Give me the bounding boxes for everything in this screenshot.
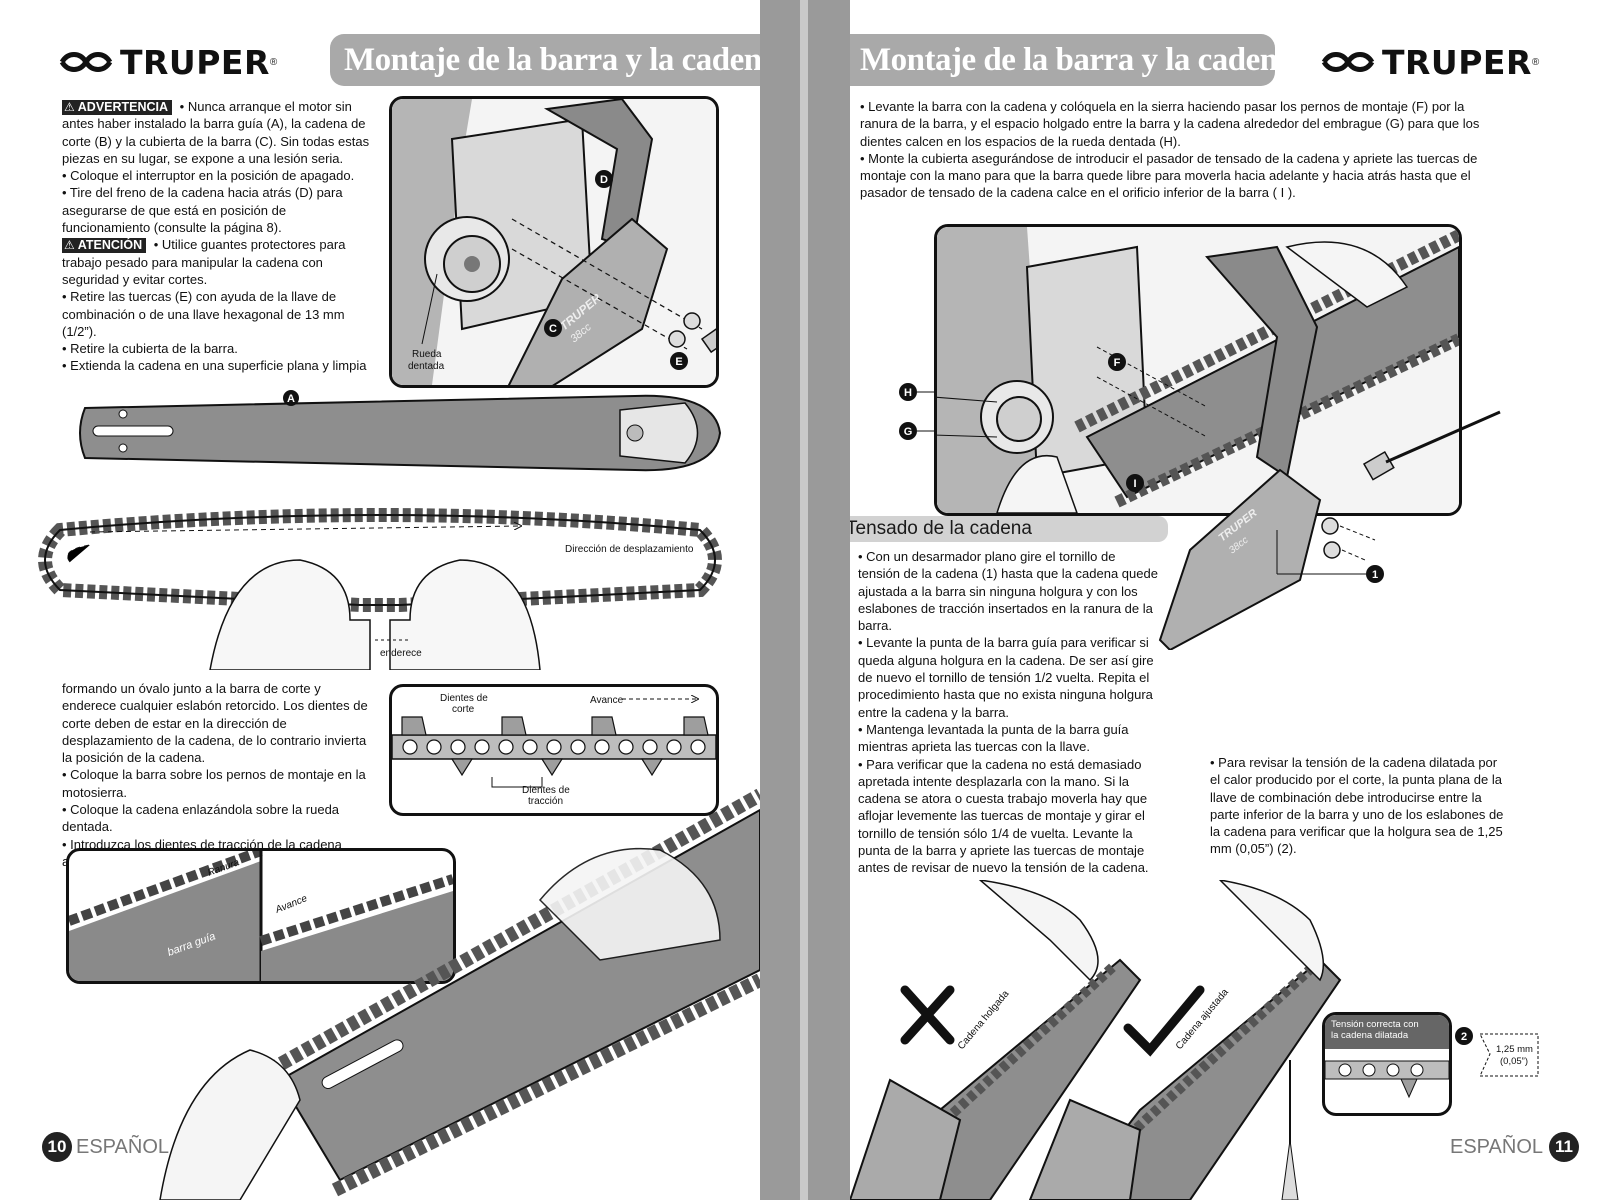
warning-triangle-icon: ⚠ <box>64 100 75 114</box>
callout-h: H <box>904 387 912 399</box>
callout-2: 2 <box>1461 1031 1467 1043</box>
brand-logo: TRUPER® <box>1320 40 1539 84</box>
brand-logo: TRUPER® <box>58 40 277 84</box>
callout-f: F <box>1114 357 1121 369</box>
callout-g: G <box>904 426 913 438</box>
wrench-illustration <box>1362 410 1501 481</box>
tension-step-2: • Levante la punta de la barra guía para… <box>858 635 1154 720</box>
step-remove-cover: • Retire la cubierta de la barra. <box>62 341 238 357</box>
figure-groove: Ranura barra guía Avance <box>66 848 456 984</box>
warning-text: • Nunca arranque el motor sin antes habe… <box>62 99 370 166</box>
language-label: ESPAÑOL <box>76 1135 169 1158</box>
advance-label: Avance <box>590 695 624 706</box>
sprocket-label-1: Rueda <box>412 349 442 360</box>
step-switch-off: • Coloque el interruptor en la posición … <box>62 168 355 184</box>
loose-chain-label: Cadena holgada <box>956 988 1012 1052</box>
chain-tension-comparison: Cadena holgada Cadena ajustada <box>850 880 1342 1200</box>
chain-oval-illustration: Dirección de desplazamiento enderece <box>38 508 722 670</box>
cover-tension-illustration: TRUPER 38cc 1 <box>1158 468 1384 650</box>
step-lay-chain: • Extienda la cadena en una superficie p… <box>62 358 367 374</box>
truper-logo-icon <box>1321 52 1375 72</box>
straighten-label: enderece <box>380 648 422 659</box>
callout-e: E <box>675 356 682 368</box>
drive-links-label-2: tracción <box>528 796 563 807</box>
gap-in: (0,05”) <box>1500 1056 1528 1067</box>
warning-triangle-icon: ⚠ <box>64 238 75 253</box>
sprocket-label-2: dentada <box>408 361 445 372</box>
right-page: Montaje de la barra y la cadena TRUPER® … <box>850 0 1600 1200</box>
page-number: 10 <box>42 1132 72 1162</box>
language-label: ESPAÑOL <box>1450 1135 1543 1158</box>
page-footer-left: 10 ESPAÑOL <box>42 1132 169 1162</box>
step-lift-bar: • Levante la barra con la cadena y colóq… <box>860 99 1480 149</box>
page-gutter-left <box>760 0 800 1200</box>
caution-text: • Utilice guantes protectores para traba… <box>62 237 346 287</box>
mounting-steps: • Levante la barra con la cadena y colóq… <box>860 98 1500 202</box>
page-title: Montaje de la barra y la cadena <box>330 34 760 86</box>
caution-badge: ⚠ATENCIÓN <box>62 238 147 254</box>
figure-cover-removal: TRUPER 38cc D C E Rueda dentada <box>389 96 719 388</box>
figure-chain-teeth: Dientes de corte Avance Dientes de tracc… <box>389 684 719 816</box>
brand-name: TRUPER <box>1382 42 1532 82</box>
chain-mounting-illustration <box>159 788 760 1200</box>
page-gutter-right <box>808 0 850 1200</box>
heat-tension-check: • Para revisar la tensión de la cadena d… <box>1210 755 1504 857</box>
page-number: 11 <box>1549 1132 1579 1162</box>
inset-chain-illustration <box>1325 1060 1449 1099</box>
subsection-title: Tensado de la cadena <box>850 516 1168 542</box>
direction-label: Dirección de desplazamiento <box>565 544 694 555</box>
gap-callout: 2 1,25 mm (0,05”) <box>1455 1027 1539 1077</box>
tension-step-1: • Con un desarmador plano gire el tornil… <box>858 549 1158 634</box>
tension-step-4: • Para verificar que la cadena no está d… <box>858 756 1149 876</box>
page-title: Montaje de la barra y la cadena <box>850 34 1294 86</box>
page-fold <box>800 0 808 1200</box>
step-remove-nuts: • Retire las tuercas (E) con ayuda de la… <box>62 289 345 339</box>
tension-step-3: • Mantenga levantada la punta de la barr… <box>858 721 1129 755</box>
groove-illustration: Ranura barra guía Avance <box>69 851 453 981</box>
cover-removal-illustration: TRUPER 38cc D C E Rueda dentada <box>392 99 716 385</box>
step-oval: formando un óvalo junto a la barra de co… <box>62 681 368 766</box>
left-page: TRUPER® Montaje de la barra y la cadena … <box>0 0 760 1200</box>
warning-badge: ⚠ADVERTENCIA <box>62 100 173 115</box>
tension-steps: • Con un desarmador plano gire el tornil… <box>858 548 1158 877</box>
step-chain-brake: • Tire del freno de la cadena hacia atrá… <box>62 185 343 236</box>
truper-logo-icon <box>59 52 113 72</box>
step-place-bar: • Coloque la barra sobre los pernos de m… <box>62 767 366 800</box>
drive-links-label-1: Dientes de <box>522 785 570 796</box>
callout-c: C <box>549 323 557 335</box>
figure-inset-tension: Tensión correcta con la cadena dilatada <box>1322 1012 1452 1116</box>
step-mount-cover: • Monte la cubierta asegurándose de intr… <box>860 150 1478 201</box>
guide-bar-illustration: A <box>79 390 722 472</box>
brand-name: TRUPER <box>120 42 270 82</box>
step-loop-chain: • Coloque la cadena enlazándola sobre la… <box>62 802 340 835</box>
assembly-steps: formando un óvalo junto a la barra de co… <box>62 680 370 870</box>
chain-teeth-illustration: Dientes de corte Avance Dientes de tracc… <box>392 693 716 807</box>
callout-d: D <box>600 174 608 186</box>
page-footer-right: ESPAÑOL 11 <box>1450 1132 1579 1162</box>
callouts-hg: H G <box>899 383 934 440</box>
callout-1: 1 <box>1372 569 1378 581</box>
gap-mm: 1,25 mm <box>1496 1044 1533 1055</box>
callout-i: I <box>1133 478 1136 490</box>
inset-caption: Tensión correcta con la cadena dilatada <box>1325 1015 1449 1049</box>
callout-a: A <box>287 393 295 405</box>
cutting-teeth-label-1: Dientes de <box>440 693 488 704</box>
warning-section: ⚠ADVERTENCIA • Nunca arranque el motor s… <box>62 98 370 375</box>
cutting-teeth-label-2: corte <box>452 704 475 715</box>
